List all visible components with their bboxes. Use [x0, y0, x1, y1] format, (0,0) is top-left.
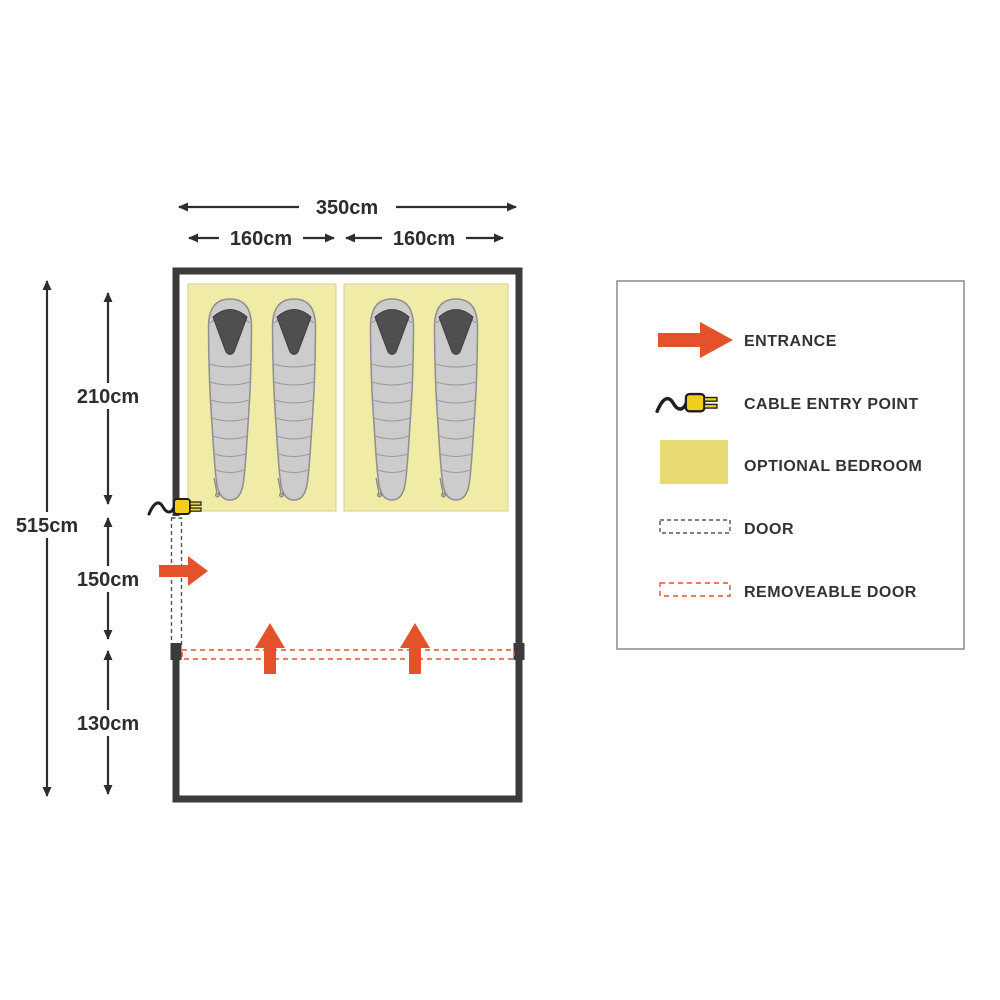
wall-nub-right	[513, 643, 525, 660]
dim-150-label: 150cm	[77, 569, 139, 591]
wall-nub-left	[170, 643, 182, 660]
optional-bedroom-swatch	[660, 440, 728, 484]
sleeping-bag	[433, 298, 479, 501]
legend-row-bedroom: OPTIONAL BEDROOM	[660, 440, 922, 484]
sleeping-bag	[271, 298, 317, 501]
legend-row-door: DOOR	[659, 519, 794, 538]
entrance-arrow-icon	[159, 556, 208, 586]
legend-label: OPTIONAL BEDROOM	[744, 458, 922, 475]
dim-515-label: 515cm	[16, 515, 78, 537]
label-backing	[76, 710, 140, 736]
entrance-arrow-icon	[658, 322, 733, 358]
removable-door-dashed-swatch	[659, 582, 731, 597]
label-backing	[76, 566, 140, 592]
dim-130-label: 130cm	[77, 713, 139, 735]
legend-row-removable-door: REMOVEABLE DOOR	[659, 582, 917, 601]
sleeping-bag	[369, 298, 415, 501]
label-backing	[299, 194, 396, 219]
up-arrow-icon	[400, 623, 430, 674]
bedroom-right-area	[343, 283, 509, 512]
up-arrow-icon	[255, 623, 285, 674]
dim-160-right-label: 160cm	[393, 228, 455, 250]
sleeping-bag	[207, 298, 253, 501]
label-backing	[15, 512, 79, 538]
door-dashed-swatch	[659, 519, 731, 534]
dim-350-label: 350cm	[316, 197, 378, 219]
dim-160-left-label: 160cm	[230, 228, 292, 250]
legend-label: REMOVEABLE DOOR	[744, 584, 917, 601]
legend-label: ENTRANCE	[744, 333, 837, 350]
legend-row-entrance: ENTRANCE	[658, 322, 837, 358]
legend-label: DOOR	[744, 521, 794, 538]
label-backing	[76, 383, 140, 409]
dim-210-label: 210cm	[77, 386, 139, 408]
legend-row-cable: CABLE ENTRY POINT	[655, 392, 919, 414]
door-dashed	[170, 517, 183, 647]
legend-label: CABLE ENTRY POINT	[744, 396, 919, 413]
label-backing	[382, 226, 466, 249]
label-backing	[219, 226, 303, 249]
removable-door-line	[181, 649, 515, 660]
